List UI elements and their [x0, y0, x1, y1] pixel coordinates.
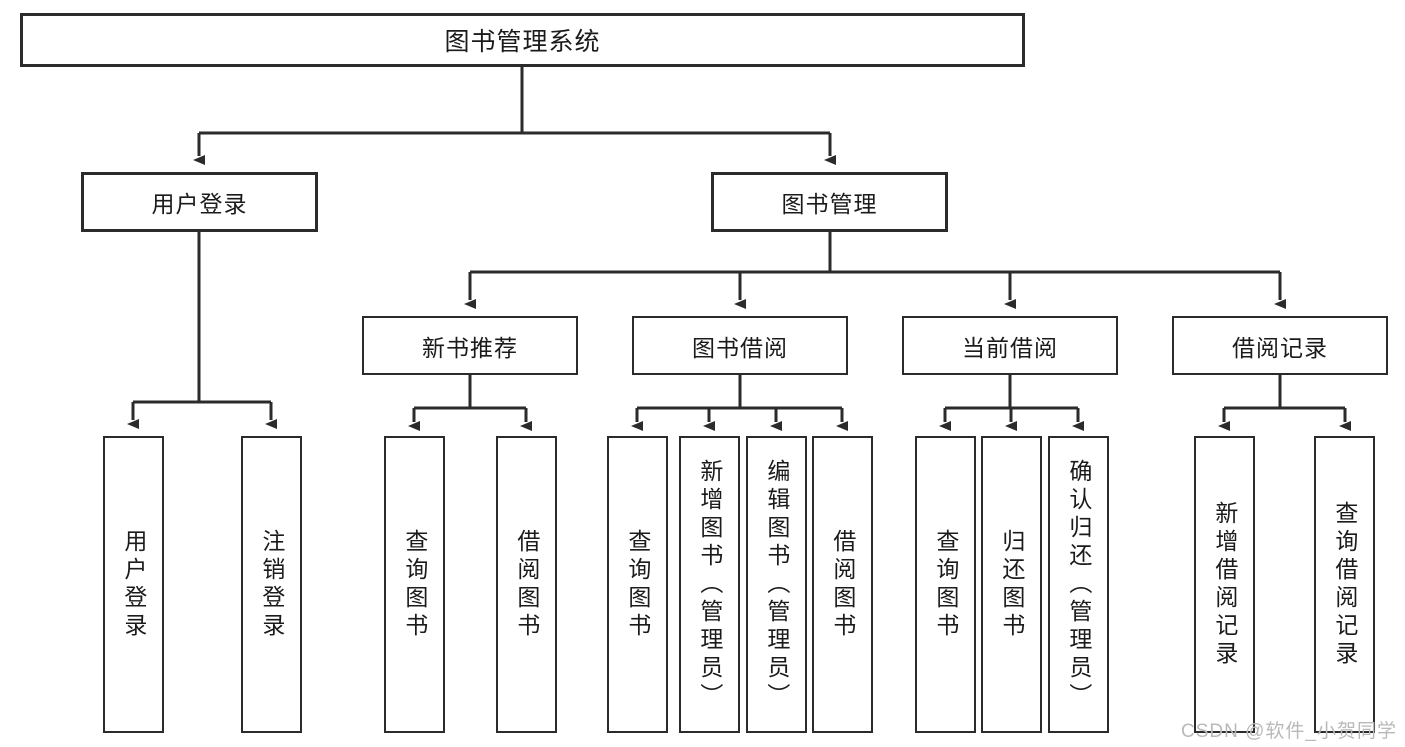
leaf-book-borrow-query-book[interactable]: 查询图书	[607, 436, 668, 733]
node-label: 借阅图书	[829, 528, 856, 641]
leaf-user-login-logout[interactable]: 注销登录	[241, 436, 302, 733]
leaf-current-borrow-confirm-return-admin[interactable]: 确认归还（管理员）	[1048, 436, 1109, 733]
node-label: 新增图书（管理员）	[696, 458, 723, 711]
leaf-current-borrow-query-book[interactable]: 查询图书	[915, 436, 976, 733]
node-label: 用户登录	[151, 191, 248, 217]
node-label: 确认归还（管理员）	[1065, 458, 1092, 711]
node-label: 注销登录	[258, 528, 285, 641]
leaf-book-borrow-add-book-admin[interactable]: 新增图书（管理员）	[679, 436, 740, 733]
node-user-login[interactable]: 用户登录	[81, 172, 318, 232]
leaf-user-login-login[interactable]: 用户登录	[103, 436, 164, 733]
node-borrow-record[interactable]: 借阅记录	[1172, 316, 1388, 375]
node-label: 图书管理系统	[444, 28, 601, 56]
node-current-borrow[interactable]: 当前借阅	[902, 316, 1118, 375]
node-label: 归还图书	[998, 528, 1025, 641]
node-label: 编辑图书（管理员）	[763, 458, 790, 711]
leaf-book-borrow-edit-book-admin[interactable]: 编辑图书（管理员）	[746, 436, 807, 733]
node-label: 查询图书	[624, 528, 651, 641]
node-label: 图书管理	[781, 191, 878, 217]
node-new-book-recommendation[interactable]: 新书推荐	[362, 316, 578, 375]
node-label: 查询图书	[401, 528, 428, 641]
node-label: 新书推荐	[422, 334, 518, 361]
leaf-book-borrow-borrow-book[interactable]: 借阅图书	[812, 436, 873, 733]
node-label: 新增借阅记录	[1211, 500, 1238, 669]
node-book-management[interactable]: 图书管理	[711, 172, 948, 232]
node-label: 查询借阅记录	[1331, 500, 1358, 669]
node-book-borrow[interactable]: 图书借阅	[632, 316, 848, 375]
node-label: 借阅记录	[1232, 334, 1328, 361]
leaf-borrow-record-query-record[interactable]: 查询借阅记录	[1314, 436, 1375, 733]
leaf-new-book-borrow-book[interactable]: 借阅图书	[496, 436, 557, 733]
node-label: 查询图书	[932, 528, 959, 641]
csdn-watermark: CSDN @软件_小贺同学	[1181, 721, 1397, 742]
node-label: 当前借阅	[962, 334, 1058, 361]
leaf-current-borrow-return-book[interactable]: 归还图书	[981, 436, 1042, 733]
node-label: 借阅图书	[513, 528, 540, 641]
leaf-borrow-record-add-record[interactable]: 新增借阅记录	[1194, 436, 1255, 733]
node-label: 用户登录	[120, 528, 147, 641]
node-label: 图书借阅	[692, 334, 788, 361]
node-root-book-management-system[interactable]: 图书管理系统	[20, 13, 1025, 67]
leaf-new-book-query-book[interactable]: 查询图书	[384, 436, 445, 733]
